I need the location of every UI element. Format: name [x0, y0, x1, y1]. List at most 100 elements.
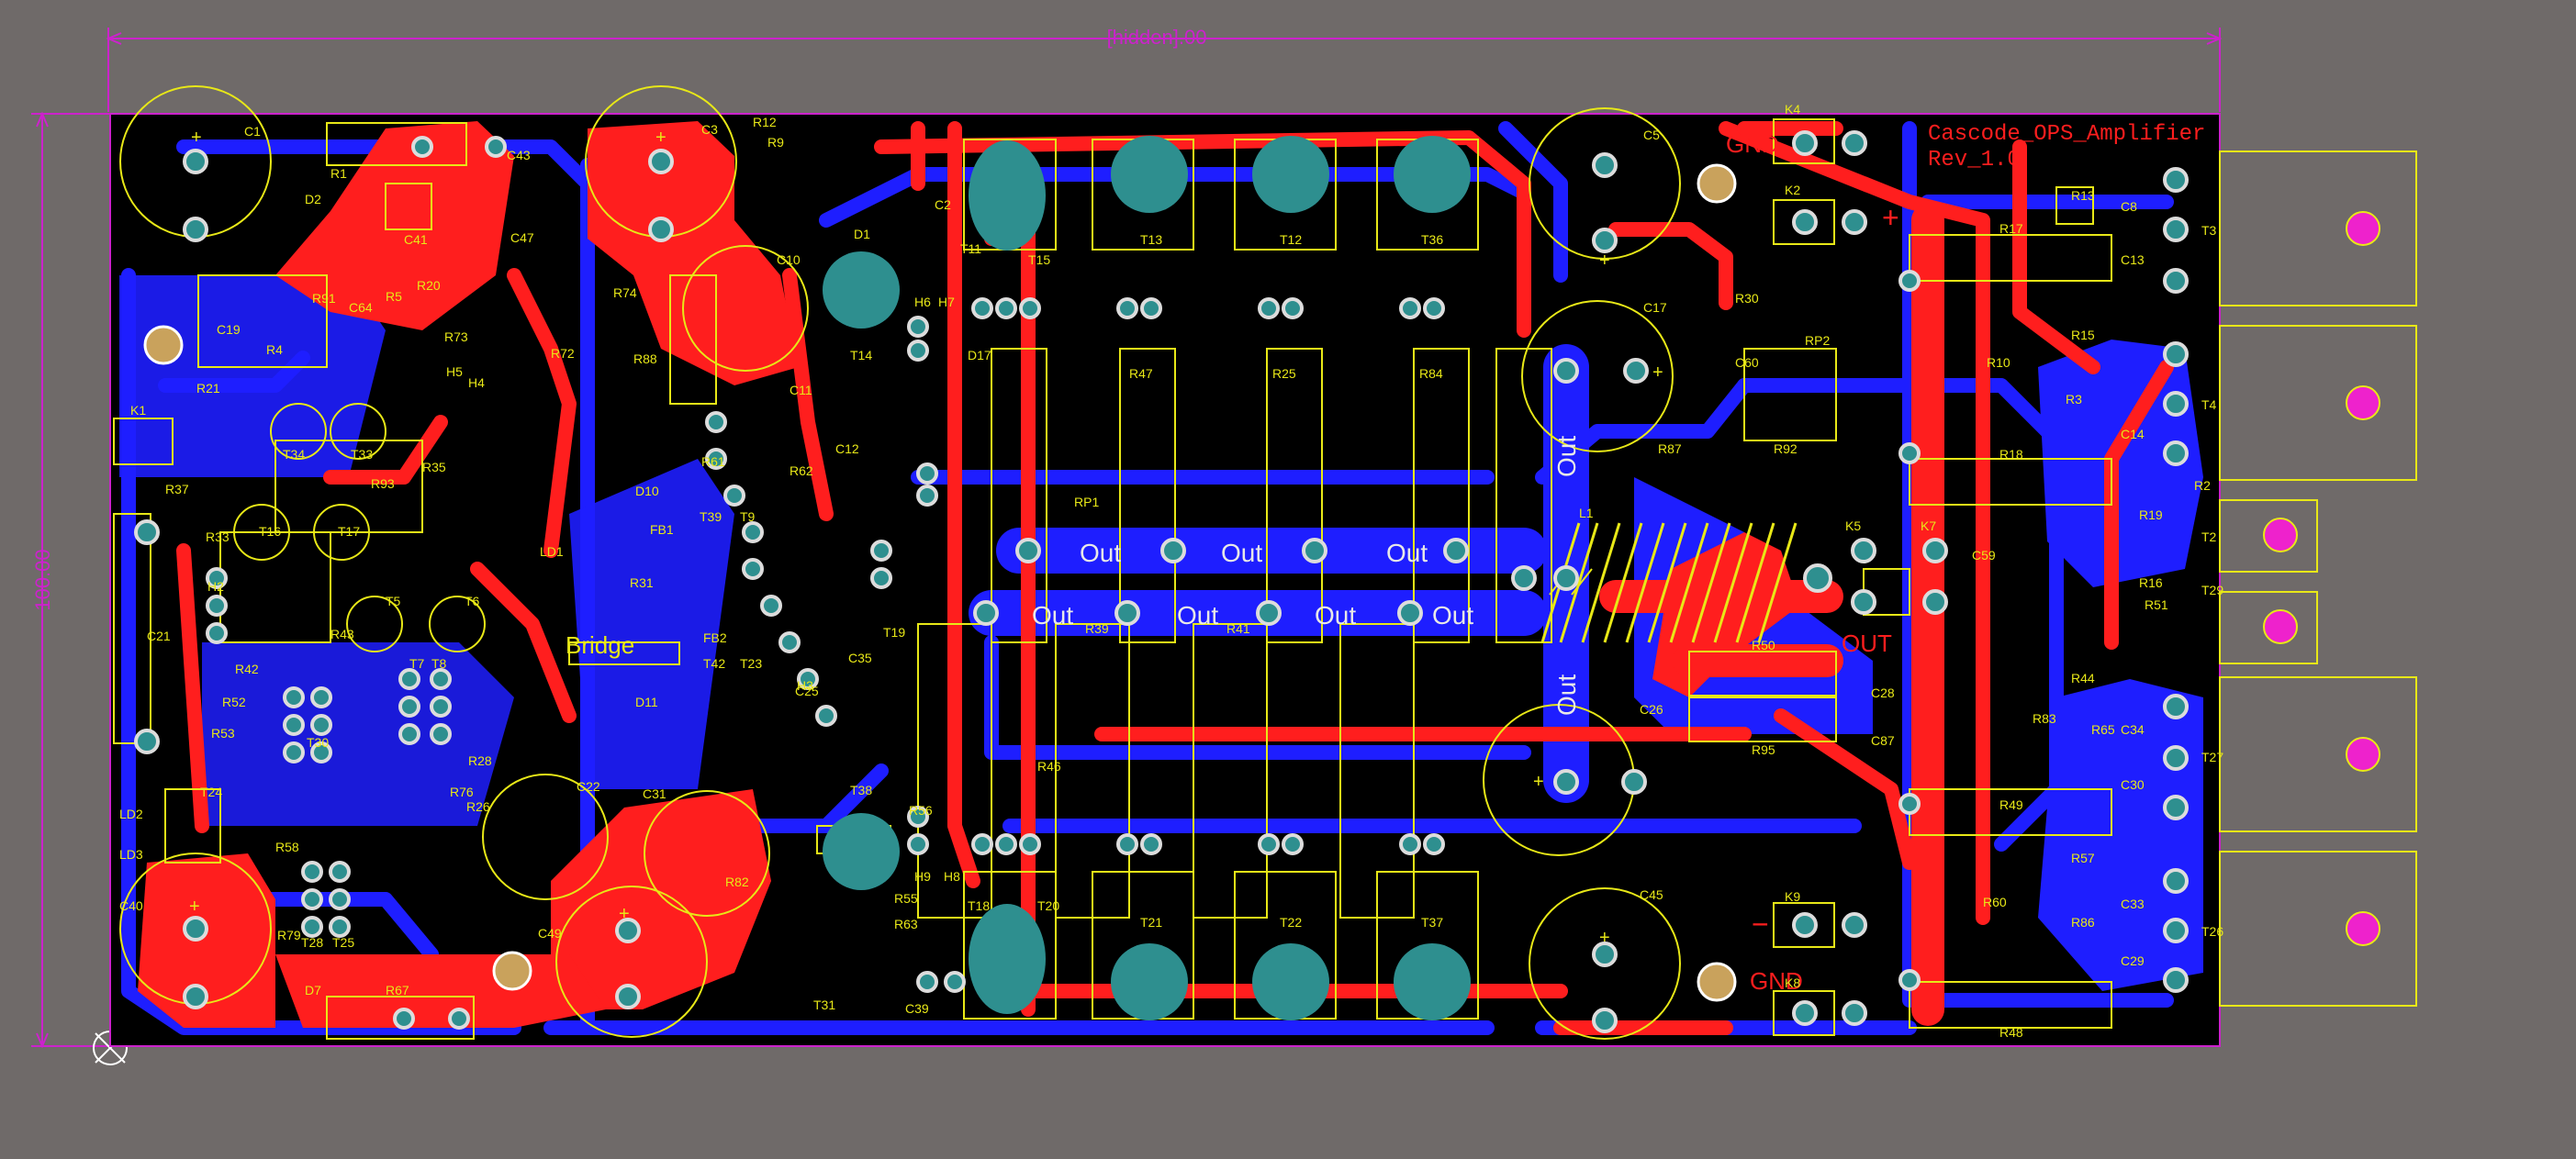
designator-label: R49	[1999, 797, 2023, 812]
bridge-label: Bridge	[566, 631, 634, 659]
designator-label: H4	[468, 375, 485, 390]
designator-label: T34	[283, 447, 305, 462]
designator-label: R92	[1774, 441, 1798, 456]
designator-label: R28	[468, 753, 492, 768]
inductor-coil	[1540, 522, 1798, 643]
net-label-out: Out	[1221, 539, 1262, 567]
designator-label: T20	[1037, 898, 1059, 913]
designator-label: T2	[2201, 529, 2217, 544]
designator-label: T16	[259, 524, 281, 539]
designator-label: T31	[813, 997, 835, 1012]
designator-label: C41	[404, 232, 428, 247]
designator-label: K2	[1785, 183, 1800, 197]
designator-label: C33	[2121, 897, 2145, 911]
designator-label: C11	[790, 383, 812, 397]
polarity-marks: + + + + + + + +	[189, 128, 1663, 948]
designator-label: D10	[635, 484, 659, 498]
designator-label: R10	[1987, 355, 2010, 370]
designator-label: R30	[1735, 291, 1759, 306]
designator-label: T42	[703, 656, 725, 671]
designator-label: T18	[968, 898, 990, 913]
plus-terminal-label: +	[1882, 201, 1899, 234]
board-labels: Cascode_OPS_Amplifier Rev_1.0 GND GND + …	[566, 122, 2205, 995]
designator-label: R79	[277, 928, 301, 942]
designator-label: H5	[446, 364, 463, 379]
designator-label: C25	[795, 684, 819, 698]
designator-label: C13	[2121, 252, 2145, 267]
designator-label: R3	[2066, 392, 2082, 407]
svg-text:+: +	[655, 128, 666, 148]
designator-label: R91	[312, 291, 336, 306]
designator-label: R20	[417, 278, 441, 293]
designator-label: C17	[1643, 300, 1667, 315]
designator-label: R41	[1226, 621, 1250, 636]
designator-label: T33	[351, 447, 373, 462]
designator-label: C8	[2121, 199, 2137, 214]
designator-label: R26	[466, 799, 490, 814]
designator-label: D7	[305, 983, 321, 997]
minus-terminal-label: −	[1752, 908, 1769, 941]
svg-text:+: +	[191, 128, 202, 148]
designator-label: C5	[1643, 128, 1660, 142]
net-label-out: Out	[1552, 436, 1581, 477]
designator-label: C64	[349, 300, 373, 315]
designator-label: R83	[2033, 711, 2056, 726]
designator-label: FB1	[650, 522, 674, 537]
designator-label: LD2	[119, 807, 143, 821]
designator-label: D1	[854, 227, 870, 241]
designator-label: H2	[207, 579, 224, 594]
designator-label: H7	[938, 295, 955, 309]
designator-label: C87	[1871, 733, 1895, 748]
dimension-lines	[31, 28, 2223, 1049]
designator-label: R86	[2071, 915, 2095, 930]
designator-label: R15	[2071, 328, 2095, 342]
designator-label: R61	[701, 454, 725, 469]
designator-label: R35	[422, 460, 446, 474]
designator-label: R9	[767, 135, 784, 150]
net-labels: Out Out Out Out Out Out Out Out Out	[1032, 436, 1581, 716]
designator-label: RP1	[1074, 495, 1099, 509]
designator-label: T6	[465, 594, 480, 608]
designator-label: FB2	[703, 630, 727, 645]
designator-label: R57	[2071, 851, 2095, 865]
designator-label: C40	[119, 898, 143, 913]
designator-label: C47	[510, 230, 534, 245]
designator-label: LD1	[540, 544, 564, 559]
designator-label: R12	[753, 115, 777, 129]
width-dimension-label: [hidden].00	[1107, 26, 1207, 49]
net-label-out: Out	[1080, 539, 1121, 567]
designator-label: R60	[1983, 895, 2007, 909]
designator-label: R56	[909, 803, 933, 818]
designator-label: T3	[2201, 223, 2217, 238]
designator-label: T11	[960, 241, 981, 256]
designator-label: T21	[1140, 915, 1162, 930]
designator-label: C29	[2121, 953, 2145, 968]
designator-label: R74	[613, 285, 637, 300]
designator-label: C59	[1972, 548, 1996, 563]
designator-label: R55	[894, 891, 918, 906]
designator-label: R88	[633, 351, 657, 366]
designator-label: R73	[444, 329, 468, 344]
svg-text:+: +	[1533, 772, 1544, 792]
designator-label: K1	[130, 403, 146, 418]
net-label-out: Out	[1177, 601, 1218, 630]
designator-label: R42	[235, 662, 259, 676]
designator-label: K4	[1785, 102, 1800, 117]
designator-label: R82	[725, 875, 749, 889]
designator-label: LD3	[119, 847, 143, 862]
designator-label: R21	[196, 381, 220, 396]
designator-label: T13	[1140, 232, 1162, 247]
designator-label: C30	[2121, 777, 2145, 792]
designator-label: T7	[409, 656, 425, 671]
designator-label: D17	[968, 348, 991, 362]
svg-text:+: +	[1599, 251, 1610, 271]
designator-label: R48	[1999, 1025, 2023, 1040]
svg-text:+: +	[1652, 362, 1663, 383]
designator-label: R76	[450, 785, 474, 799]
designator-label: R5	[386, 289, 402, 304]
large-pads	[143, 136, 2380, 1020]
designator-label: R37	[165, 482, 189, 496]
designator-label: H9	[914, 869, 931, 884]
designator-label: K5	[1845, 518, 1861, 533]
designator-label: R93	[371, 476, 395, 491]
